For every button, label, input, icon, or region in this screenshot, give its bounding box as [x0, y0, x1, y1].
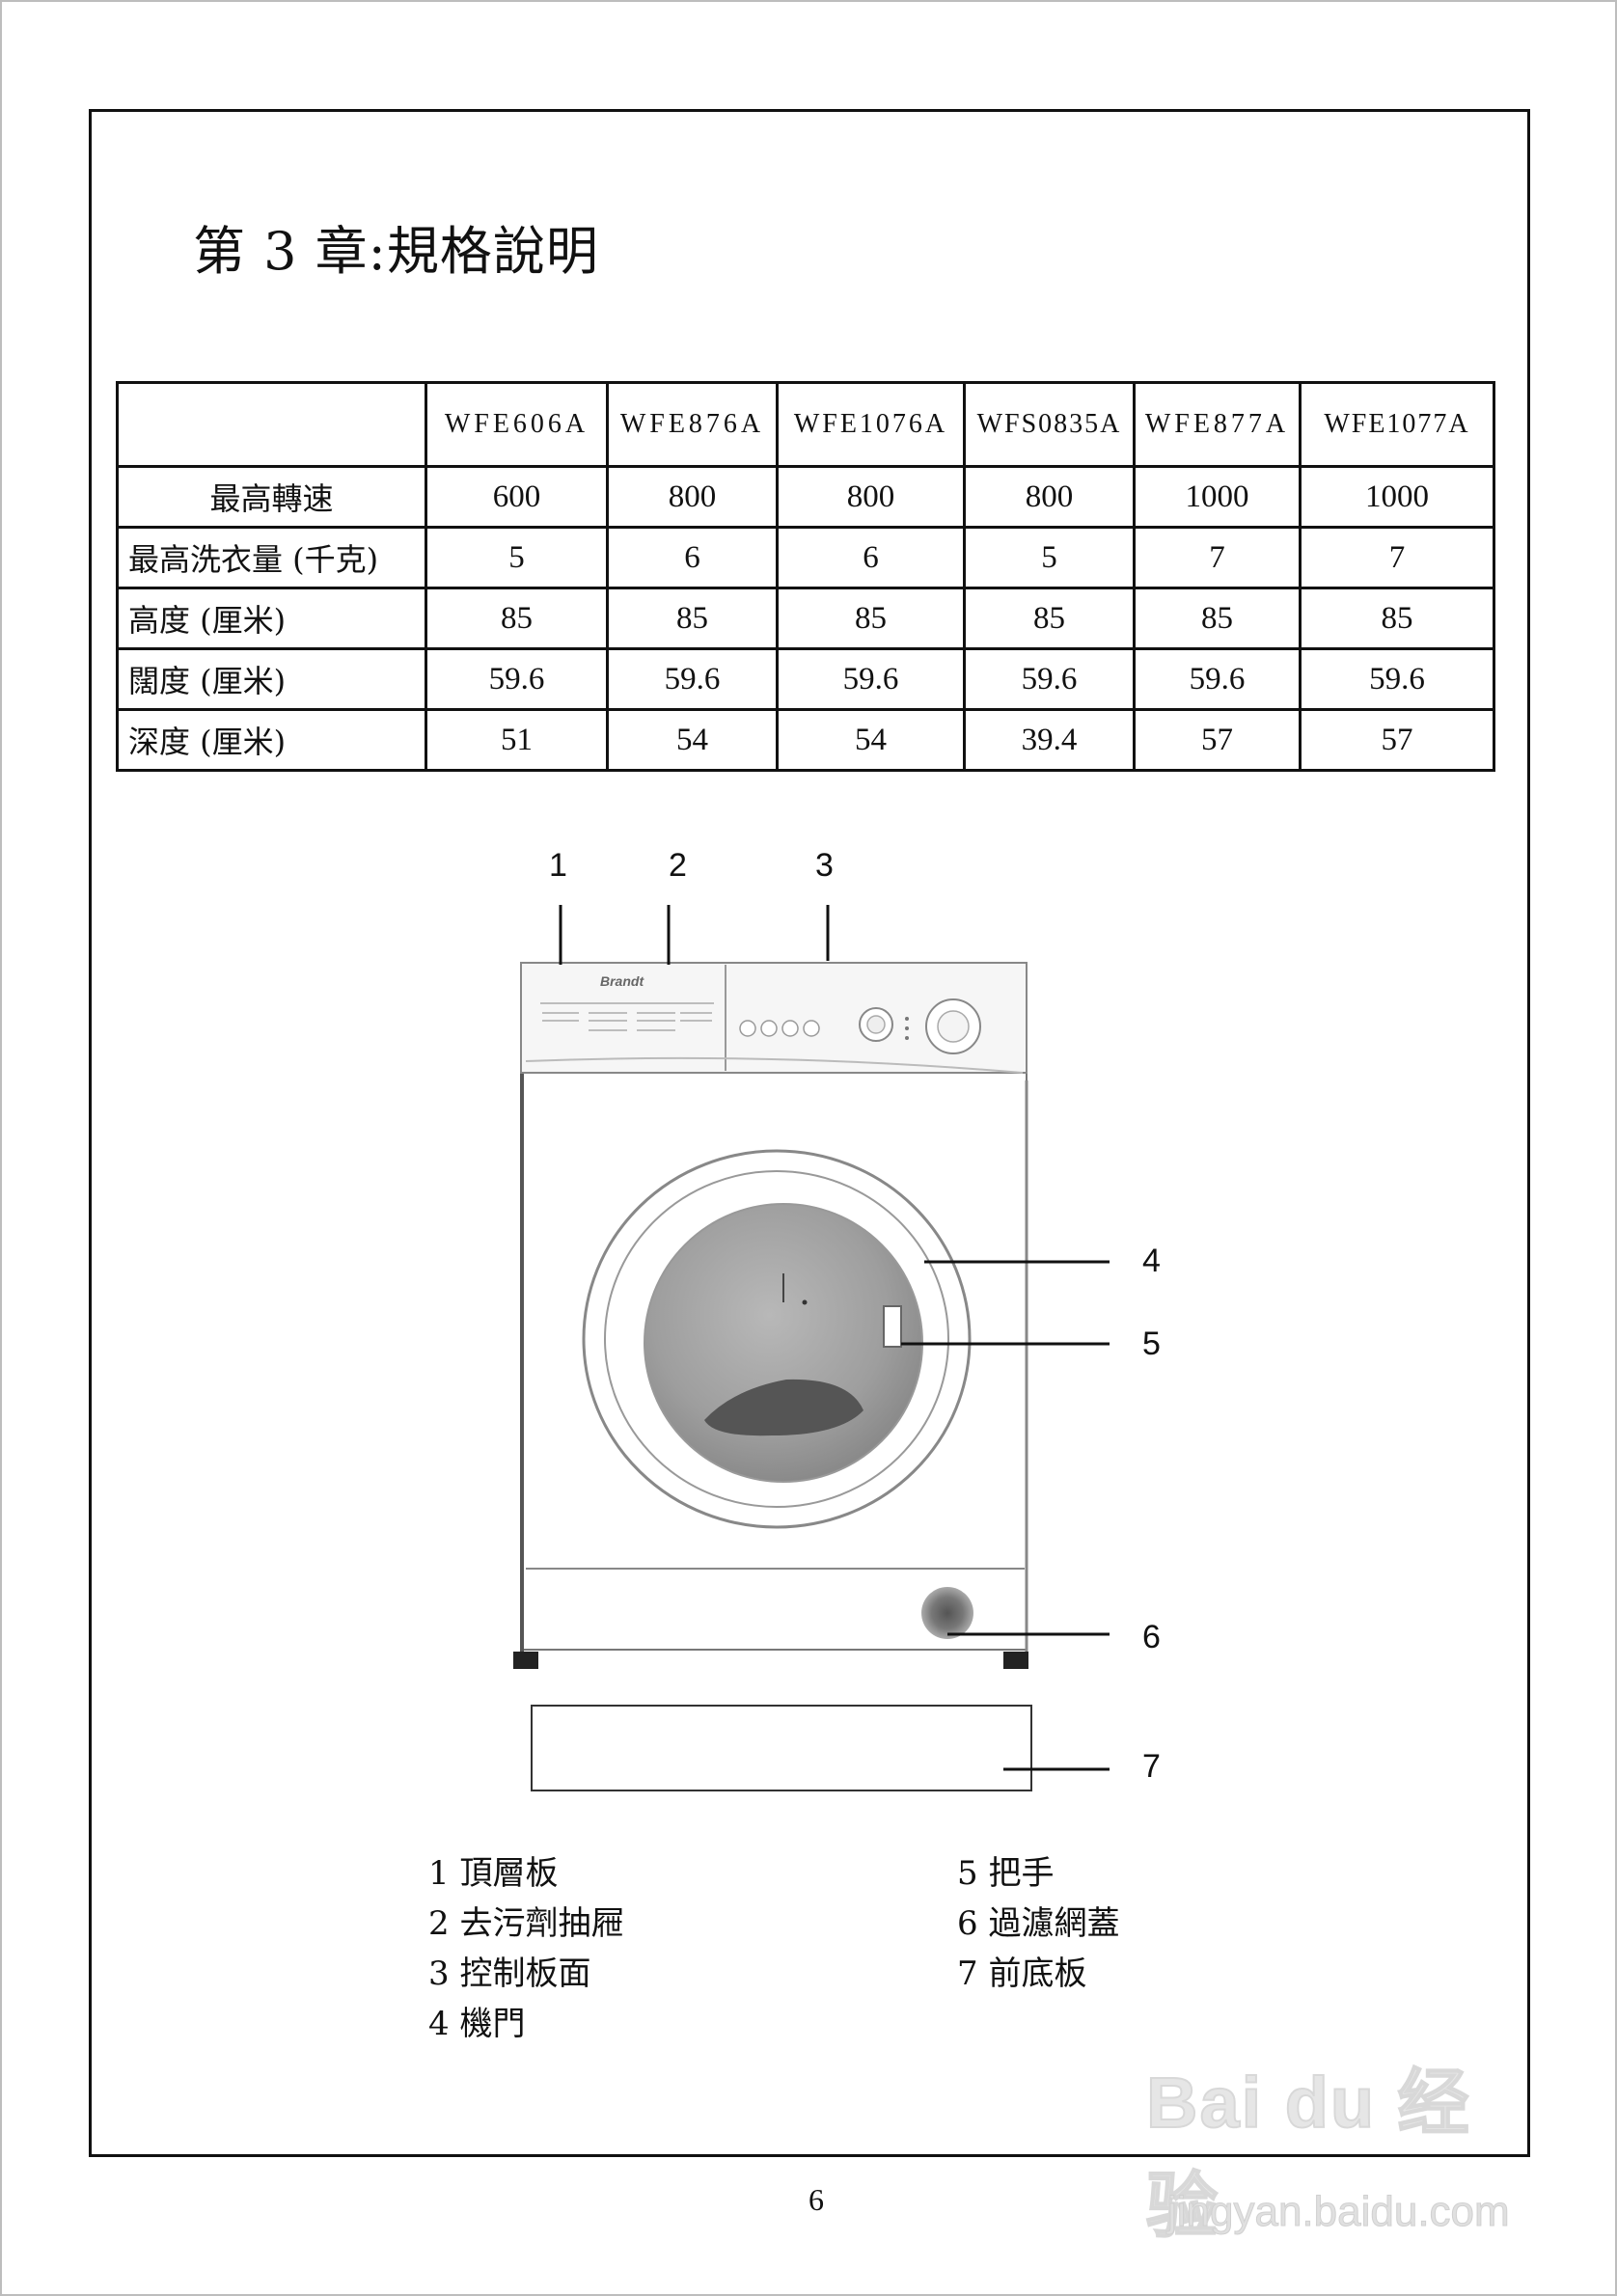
table-cell: 6	[776, 526, 966, 589]
row-label: 最高轉速	[116, 465, 427, 529]
table-cell: 800	[606, 465, 779, 529]
filter-cover-icon	[921, 1587, 973, 1639]
legend-item: 2 去污劑抽屜	[428, 1904, 624, 1943]
table-corner-cell	[116, 381, 427, 468]
callout-7: 7	[1142, 1748, 1161, 1785]
table-cell: 5	[963, 526, 1136, 589]
base-panel	[513, 1568, 1028, 1669]
row-label: 高度 (厘米)	[116, 587, 427, 650]
callout-2: 2	[669, 847, 687, 884]
table-cell: 39.4	[963, 708, 1136, 772]
table-row: 深度 (厘米) 51 54 54 39.4 57 57	[116, 708, 1495, 772]
table-row: 最高轉速 600 800 800 800 1000 1000	[116, 465, 1495, 529]
table-cell: 85	[963, 587, 1136, 650]
legend-item: 1 頂層板	[428, 1854, 559, 1893]
table-cell: 7	[1299, 526, 1495, 589]
model-header: WFS0835A	[963, 381, 1136, 468]
table-cell: 59.6	[1133, 647, 1302, 711]
row-label: 最高洗衣量 (千克)	[116, 526, 427, 589]
model-header: WFE606A	[425, 381, 609, 468]
model-header: WFE1077A	[1299, 381, 1495, 468]
table-cell: 54	[606, 708, 779, 772]
row-label: 深度 (厘米)	[116, 708, 427, 772]
door	[582, 1149, 972, 1529]
legend-right: 5 把手 6 過濾網蓋 7 前底板	[957, 1848, 1119, 1999]
callout-3: 3	[815, 847, 834, 884]
front-plinth	[531, 1705, 1032, 1791]
table-cell: 1000	[1299, 465, 1495, 529]
table-cell: 51	[425, 708, 609, 772]
handle-icon	[883, 1305, 902, 1348]
table-cell: 59.6	[776, 647, 966, 711]
table-cell: 59.6	[1299, 647, 1495, 711]
callout-4: 4	[1142, 1243, 1161, 1279]
table-cell: 59.6	[425, 647, 609, 711]
row-label: 闊度 (厘米)	[116, 647, 427, 711]
table-row: 闊度 (厘米) 59.6 59.6 59.6 59.6 59.6 59.6	[116, 647, 1495, 711]
control-panel: Brandt	[520, 962, 1028, 1074]
drum-window	[644, 1203, 923, 1483]
table-cell: 85	[1299, 587, 1495, 650]
table-cell: 85	[425, 587, 609, 650]
table-cell: 6	[606, 526, 779, 589]
table-header-row: WFE606A WFE876A WFE1076A WFS0835A WFE877…	[116, 381, 1495, 468]
brand-logo: Brandt	[600, 973, 644, 989]
model-header: WFE876A	[606, 381, 779, 468]
table-row: 高度 (厘米) 85 85 85 85 85 85	[116, 587, 1495, 650]
legend-item: 4 機門	[428, 2005, 526, 2043]
callout-6: 6	[1142, 1619, 1161, 1655]
table-cell: 5	[425, 526, 609, 589]
table-cell: 800	[963, 465, 1136, 529]
content-frame	[89, 109, 1530, 2157]
table-row: 最高洗衣量 (千克) 5 6 6 5 7 7	[116, 526, 1495, 589]
legend-item: 7 前底板	[957, 1954, 1087, 1993]
table-cell: 57	[1299, 708, 1495, 772]
leader-lines	[559, 905, 1110, 1771]
legend-item: 6 過濾網蓋	[957, 1904, 1120, 1943]
table-cell: 85	[606, 587, 779, 650]
table-cell: 85	[1133, 587, 1302, 650]
legend-left: 1 頂層板 2 去污劑抽屜 3 控制板面 4 機門	[428, 1848, 623, 2049]
model-header: WFE877A	[1133, 381, 1302, 468]
table-cell: 800	[776, 465, 966, 529]
spec-table: WFE606A WFE876A WFE1076A WFS0835A WFE877…	[116, 381, 1495, 772]
legend-item: 5 把手	[957, 1854, 1055, 1893]
table-cell: 600	[425, 465, 609, 529]
legend-item: 3 控制板面	[428, 1954, 591, 1993]
model-header: WFE1076A	[776, 381, 966, 468]
table-cell: 54	[776, 708, 966, 772]
table-cell: 57	[1133, 708, 1302, 772]
page-number: 6	[808, 2182, 824, 2217]
chapter-title: 第 3 章:規格說明	[193, 221, 599, 282]
callout-1: 1	[549, 847, 567, 884]
callout-5: 5	[1142, 1326, 1161, 1362]
table-cell: 59.6	[606, 647, 779, 711]
table-cell: 59.6	[963, 647, 1136, 711]
table-cell: 85	[776, 587, 966, 650]
table-cell: 7	[1133, 526, 1302, 589]
table-cell: 1000	[1133, 465, 1302, 529]
